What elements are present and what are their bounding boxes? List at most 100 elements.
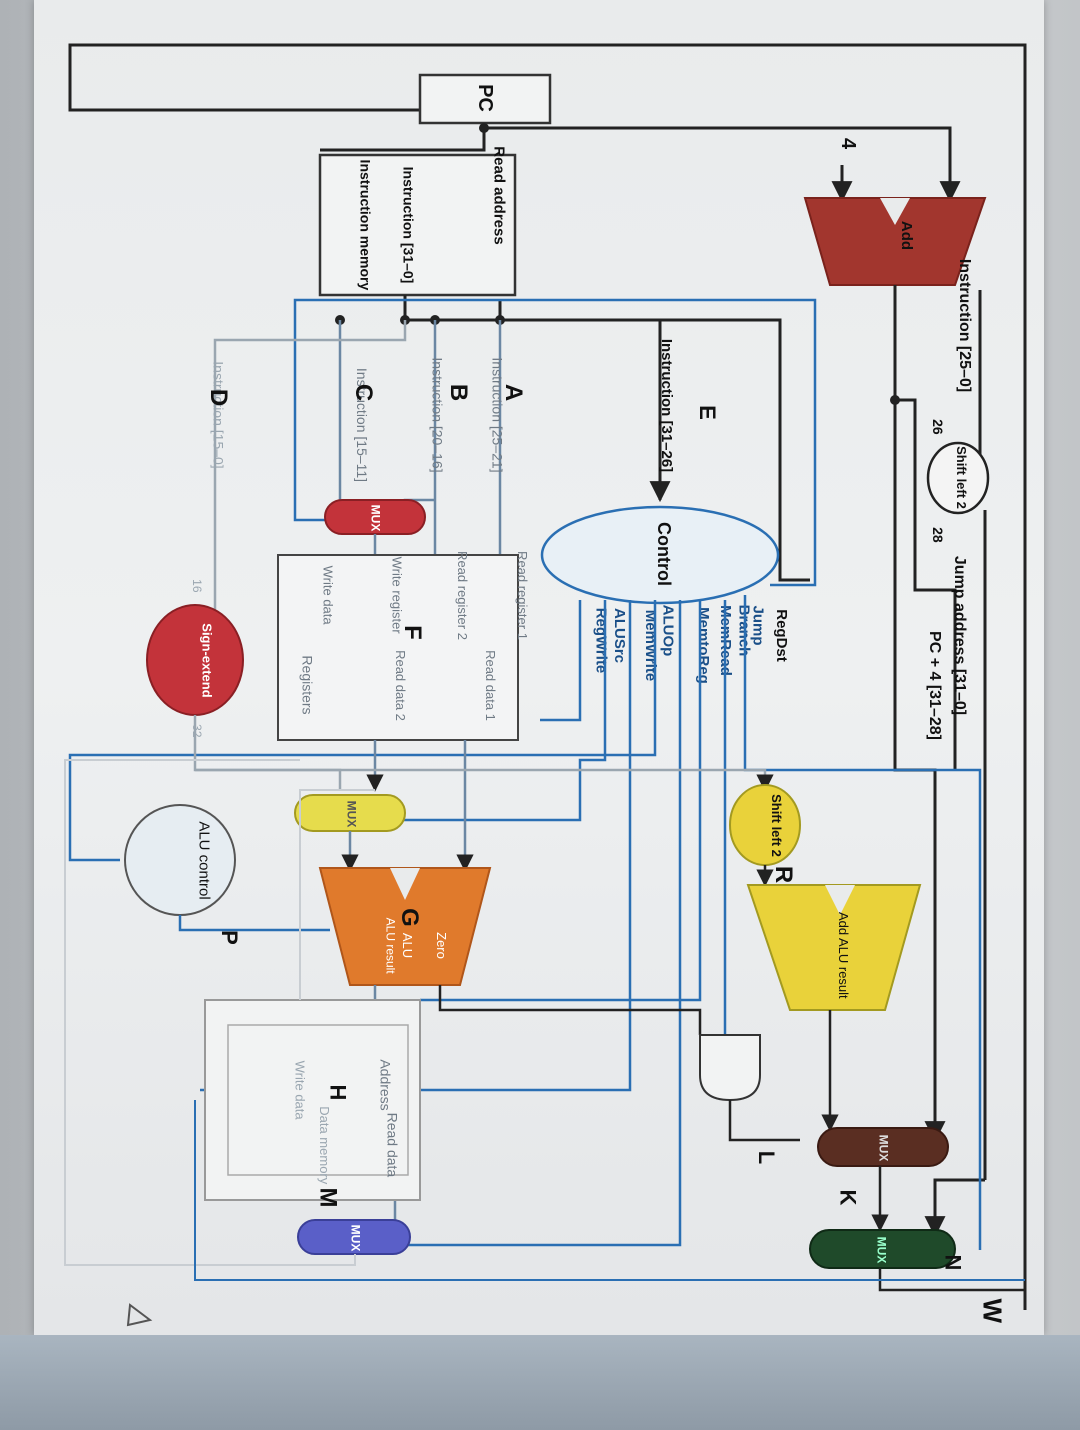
wire-memtoreg: [400, 600, 682, 1247]
signal-aluop: ALUOp: [659, 605, 676, 657]
pc-register: [418, 73, 552, 125]
label-l: L: [754, 1151, 779, 1164]
registers-label: Registers: [300, 655, 316, 714]
jump-loop-wire: [68, 43, 1027, 1310]
alu-label: ALU: [400, 933, 415, 958]
shift-left-2-branch-label: Shift left 2: [769, 794, 784, 857]
adder-label: Add: [898, 221, 915, 250]
label-f: F: [399, 625, 426, 640]
wire-instr-d: [213, 320, 407, 660]
wire-regwrite: [540, 600, 582, 722]
jump-mux-out: [878, 1268, 1025, 1292]
read-data-2: Read data 2: [393, 650, 408, 721]
sign-extend-label: Sign-extend: [200, 623, 215, 697]
alu-result-label: ALU result: [383, 918, 397, 975]
main-alu: [318, 867, 492, 986]
zero-wire: [438, 985, 702, 1035]
label-e: E: [695, 405, 720, 420]
label-a: A: [500, 384, 527, 401]
label-k: K: [836, 1190, 861, 1206]
label-m: M: [315, 1188, 342, 1208]
shift-left-2-branch: [729, 784, 801, 866]
address-label: Address: [378, 1059, 394, 1110]
mem-write-data-wire: [299, 789, 375, 1000]
main-alu-notch: [390, 868, 420, 900]
data-memory: [204, 999, 421, 1201]
branch-mux: [817, 1127, 949, 1167]
jump-address-to-mux: [924, 1178, 985, 1238]
instr-a-label: Instruction [25–21]: [490, 357, 506, 472]
pc-junction: [479, 123, 489, 133]
alu-control: [124, 804, 236, 916]
label-r: R: [770, 866, 797, 883]
pc-to-add-wire: [484, 126, 961, 203]
pc-plus4-junction: [890, 395, 900, 405]
control-label: Control: [654, 522, 674, 586]
control-unit: [540, 505, 780, 605]
label-d: D: [205, 389, 232, 406]
read-data-label: Read data: [384, 1113, 400, 1178]
shift-left-2-jump: [926, 441, 990, 515]
wire-memread: [420, 600, 702, 1002]
signal-jump: Jump: [750, 605, 767, 645]
alu-control-label: ALU control: [196, 821, 213, 899]
bits-16-label: 16: [190, 579, 204, 593]
jump-mux: [809, 1229, 956, 1269]
read-register-1: Read register 1: [515, 551, 530, 640]
instruction-31-0-label: Instruction [31–0]: [400, 167, 416, 284]
bits-32-label: 32: [190, 724, 204, 738]
screen-bottom-strip: [0, 1335, 1080, 1430]
label-b: B: [445, 384, 472, 401]
sign-extend: [146, 604, 244, 716]
and-gate: [699, 1034, 761, 1102]
instr-25-0-label: Instruction [25–0]: [956, 259, 973, 392]
bits-26-label: 26: [930, 419, 946, 435]
pc-plus4-label: PC + 4 [31–28]: [926, 631, 943, 740]
wire-aluop: [68, 600, 657, 862]
zero-label: Zero: [434, 932, 449, 959]
label-c: C: [350, 384, 377, 401]
signal-regwrite: RegWrite: [592, 608, 609, 674]
read-address-label: Read address: [491, 146, 508, 244]
instr-d-label: Instruction [15–0]: [211, 361, 227, 468]
data-memory-inner: [227, 1024, 409, 1176]
write-register: Write register: [389, 557, 404, 635]
instruction-memory-label: Instruction memory: [357, 160, 373, 291]
signal-memtoreg: MemtoReg: [695, 607, 712, 684]
regdst-mux-label: MUX: [368, 505, 382, 532]
alusrc-mux-label: MUX: [344, 801, 358, 828]
wire-regdst: [293, 298, 817, 587]
label-g: G: [396, 908, 423, 927]
instruction-memory: [318, 153, 517, 297]
and-out-wire: [728, 1100, 800, 1142]
mem-out-wire: [194, 1100, 1025, 1281]
label-n: N: [940, 1255, 965, 1271]
memtoreg-mux-label: MUX: [348, 1225, 362, 1252]
branch-adder-notch: [825, 885, 855, 915]
write-data: Write data: [320, 566, 335, 626]
sign-extend-to-shift: [195, 768, 774, 792]
jump-address-label: Jump address [31–0]: [951, 556, 968, 715]
wire-jump: [743, 595, 982, 1250]
bits-28-label: 28: [930, 527, 946, 543]
signal-alusrc: ALUSrc: [611, 608, 628, 663]
label-w: W: [978, 1299, 1008, 1324]
label-p: P: [217, 930, 242, 945]
branch-adder: [746, 884, 922, 1011]
signal-memwrite: MemWrite: [642, 610, 659, 681]
instr-b-label: Instruction [20–16]: [430, 357, 446, 472]
pc-plus4-top-wire: [895, 398, 957, 770]
pc-adder-shape: [803, 197, 987, 286]
signal-regdst: RegDst: [773, 609, 790, 662]
const-four: 4: [837, 138, 859, 150]
branch-adder-label: Add ALU result: [836, 912, 851, 999]
alu-control-out: [178, 915, 330, 932]
data-memory-label: Data memory: [317, 1106, 332, 1185]
instr-c-label: Instruction [15–11]: [354, 368, 370, 482]
pc-output-wire: [320, 128, 486, 152]
wire-alusrc: [400, 600, 607, 822]
shift-left-2-jump-label: Shift left 2: [954, 446, 969, 509]
read-data-1: Read data 1: [483, 650, 498, 721]
